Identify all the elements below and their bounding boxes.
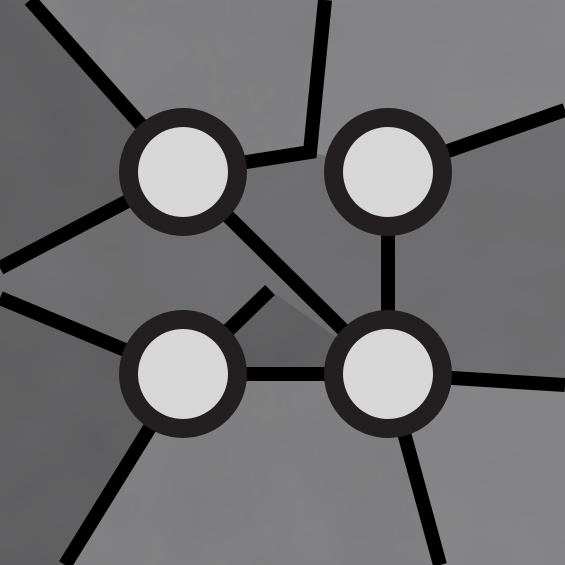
node-core [343, 329, 433, 419]
node-core [138, 127, 228, 217]
node-top-right[interactable] [324, 108, 452, 236]
node-core [343, 127, 433, 217]
node-core [138, 329, 228, 419]
node-bottom-left[interactable] [119, 310, 247, 438]
node-top-left[interactable] [119, 108, 247, 236]
node-bottom-right[interactable] [324, 310, 452, 438]
nodes [119, 108, 452, 438]
